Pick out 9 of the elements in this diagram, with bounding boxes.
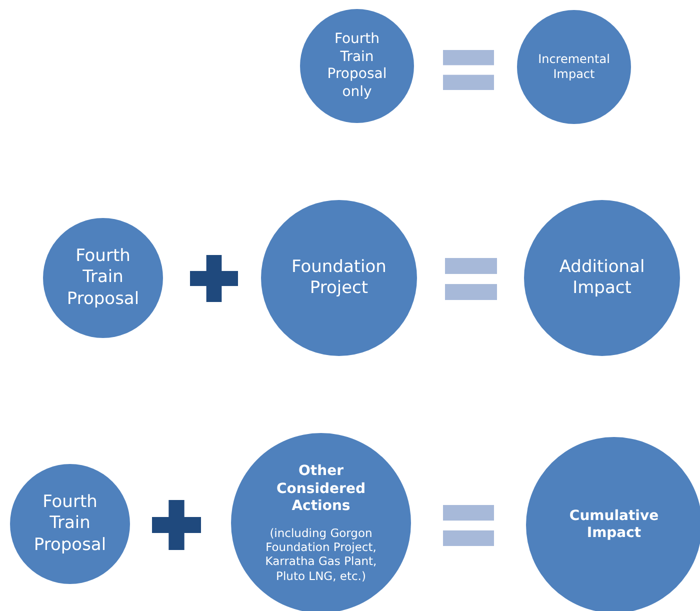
node-label: Other Considered Actions <box>276 463 366 516</box>
node-label: Fourth Train Proposal <box>32 492 108 556</box>
node-label: Cumulative Impact <box>568 508 660 542</box>
node-label: Incremental Impact <box>537 52 611 82</box>
node-label: Fourth Train Proposal only <box>326 31 388 101</box>
node-label: Additional Impact <box>558 256 646 300</box>
node-label: Foundation Project <box>290 256 388 300</box>
node-note: (including Gorgon Foundation Project, Karratha Gas Plant, Pluto LNG, etc.) <box>264 526 378 583</box>
node-label: Fourth Train Proposal <box>66 246 140 310</box>
